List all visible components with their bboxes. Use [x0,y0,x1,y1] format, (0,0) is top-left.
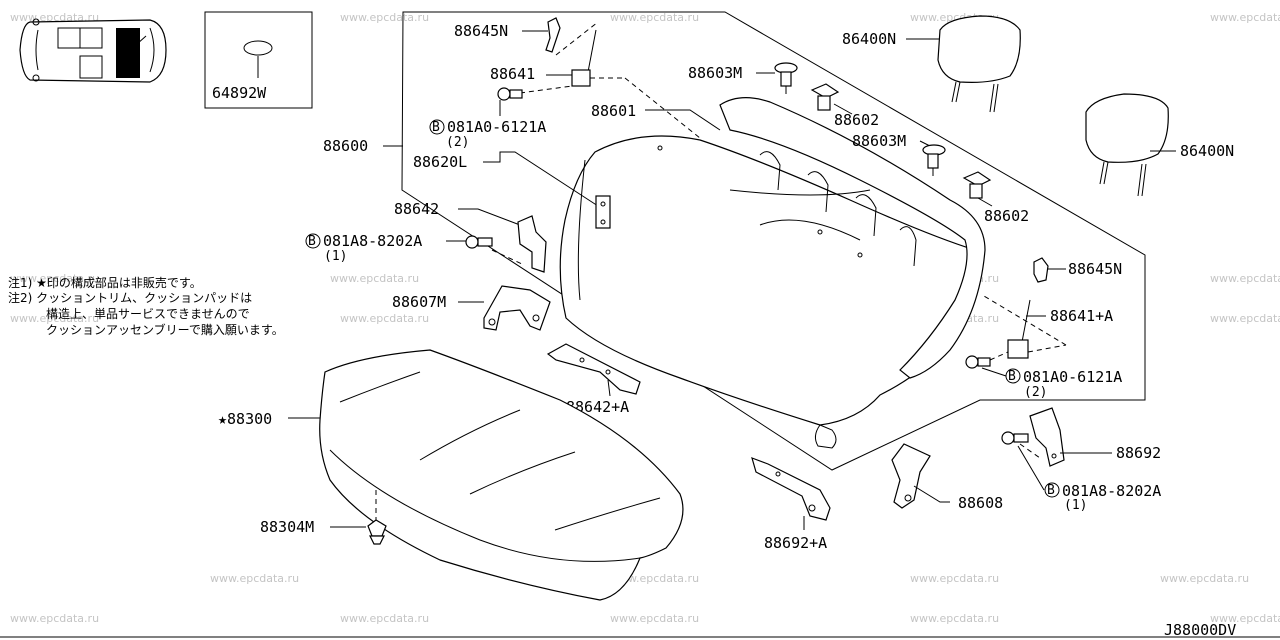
watermark-text: www.epcdata.ru [1210,312,1280,325]
label-88608: 88608 [958,494,1003,512]
note-line-3: 構造上、単品サービスできませんので [46,307,250,321]
label-88603M-mid: 88603M [852,132,906,150]
notes: 注1) ★印の構成部品は非販売です。 注2) クッショントリム、クッションパッド… [8,275,284,337]
label-081A8-left: 081A8-8202A [323,232,422,250]
bolt-mark: B [1047,483,1055,498]
watermark-text: www.epcdata.ru [340,312,429,325]
note-line-4: クッションアッセンブリーで購入願います。 [46,322,284,337]
part-64892W: 64892W [204,11,313,109]
label-88600: 88600 [323,137,368,155]
part-88642 [517,215,547,273]
part-86400N-top [937,15,1021,113]
watermark-text: www.epcdata.ru [10,312,99,325]
label-081A0-left: 081A0-6121A [447,118,546,136]
label-88641A: 88641+A [1050,307,1113,325]
part-88692 [1029,407,1065,467]
bolt-mark: B [1008,369,1016,384]
label-88645N-top: 88645N [454,22,508,40]
callout-081A0-right: B 081A0-6121A (2) [981,367,1122,400]
part-88608 [891,443,931,509]
bolt-mark: B [308,234,316,249]
label-88607M: 88607M [392,293,446,311]
label-081A0-right: 081A0-6121A [1023,368,1122,386]
qty-081A8-right: (1) [1064,498,1087,513]
part-88304M [367,519,387,545]
part-88602-mid [962,171,993,207]
part-88642A [546,343,641,395]
watermark-text: www.epcdata.ru [330,272,419,285]
label-88300: ★88300 [218,410,272,428]
watermark-text: www.epcdata.ru [1210,272,1280,285]
bolt-081A8-right [1001,431,1041,459]
bolt-081A0-right [965,355,991,369]
watermark-text: www.epcdata.ru [10,272,99,285]
label-86400N-top: 86400N [842,30,896,48]
qty-081A0-right: (2) [1024,385,1047,400]
part-88603M-top [774,62,798,94]
watermark-text: www.epcdata.ru [340,11,429,24]
part-88645N-top [545,17,599,56]
watermark-text: www.epcdata.ru [210,572,299,585]
note-line-2: 注2) クッショントリム、クッションパッドは [8,290,252,305]
label-88603M-top: 88603M [688,64,742,82]
label-88602-mid: 88602 [984,207,1029,225]
watermark-text: www.epcdata.ru [340,612,429,625]
part-88641 [519,29,701,139]
qty-081A8-left: (1) [324,249,347,264]
part-88603M-mid [922,144,946,176]
label-86400N-right: 86400N [1180,142,1234,160]
diagram-code: J88000DV [1164,621,1236,639]
seat-back [559,97,986,449]
watermark-text: www.epcdata.ru [610,572,699,585]
label-64892W: 64892W [212,84,267,102]
label-88304M: 88304M [260,518,314,536]
part-88300-seat-cushion [319,349,684,601]
label-88601: 88601 [591,102,636,120]
label-88692: 88692 [1116,444,1161,462]
label-88602-top: 88602 [834,111,879,129]
label-88620L: 88620L [413,153,467,171]
watermark-text: www.epcdata.ru [910,612,999,625]
part-88645N-right [1033,257,1049,283]
bolt-mark: B [432,120,440,135]
watermark-text: www.epcdata.ru [610,11,699,24]
qty-081A0-left: (2) [446,135,469,150]
part-88602-top [810,83,853,115]
part-86400N-right [1085,93,1169,197]
note-line-1: 注1) ★印の構成部品は非販売です。 [8,275,202,290]
label-88641: 88641 [490,65,535,83]
watermark-text: www.epcdata.ru [1210,11,1280,24]
label-88692A: 88692+A [764,534,827,552]
part-88641A [983,295,1067,361]
part-88620L [595,195,611,229]
watermark-text: www.epcdata.ru [610,612,699,625]
callout-081A8-right: B 081A8-8202A (1) [1044,482,1161,513]
watermark-text: www.epcdata.ru [910,572,999,585]
label-081A8-right: 081A8-8202A [1062,482,1161,500]
label-88642: 88642 [394,200,439,218]
callout-081A8-left: B 081A8-8202A (1) [305,232,466,264]
bolt-081A8-left [465,235,523,265]
watermark-text: www.epcdata.ru [1210,612,1280,625]
part-88692A [751,457,831,521]
watermark-text: www.epcdata.ru [1160,572,1249,585]
bolt-081A0-left [497,87,523,101]
car-location-icon [19,18,167,83]
watermark-text: www.epcdata.ru [10,612,99,625]
callout-081A0-left: B 081A0-6121A (2) [429,100,546,150]
part-88607M [483,285,551,331]
label-88645N-right: 88645N [1068,260,1122,278]
